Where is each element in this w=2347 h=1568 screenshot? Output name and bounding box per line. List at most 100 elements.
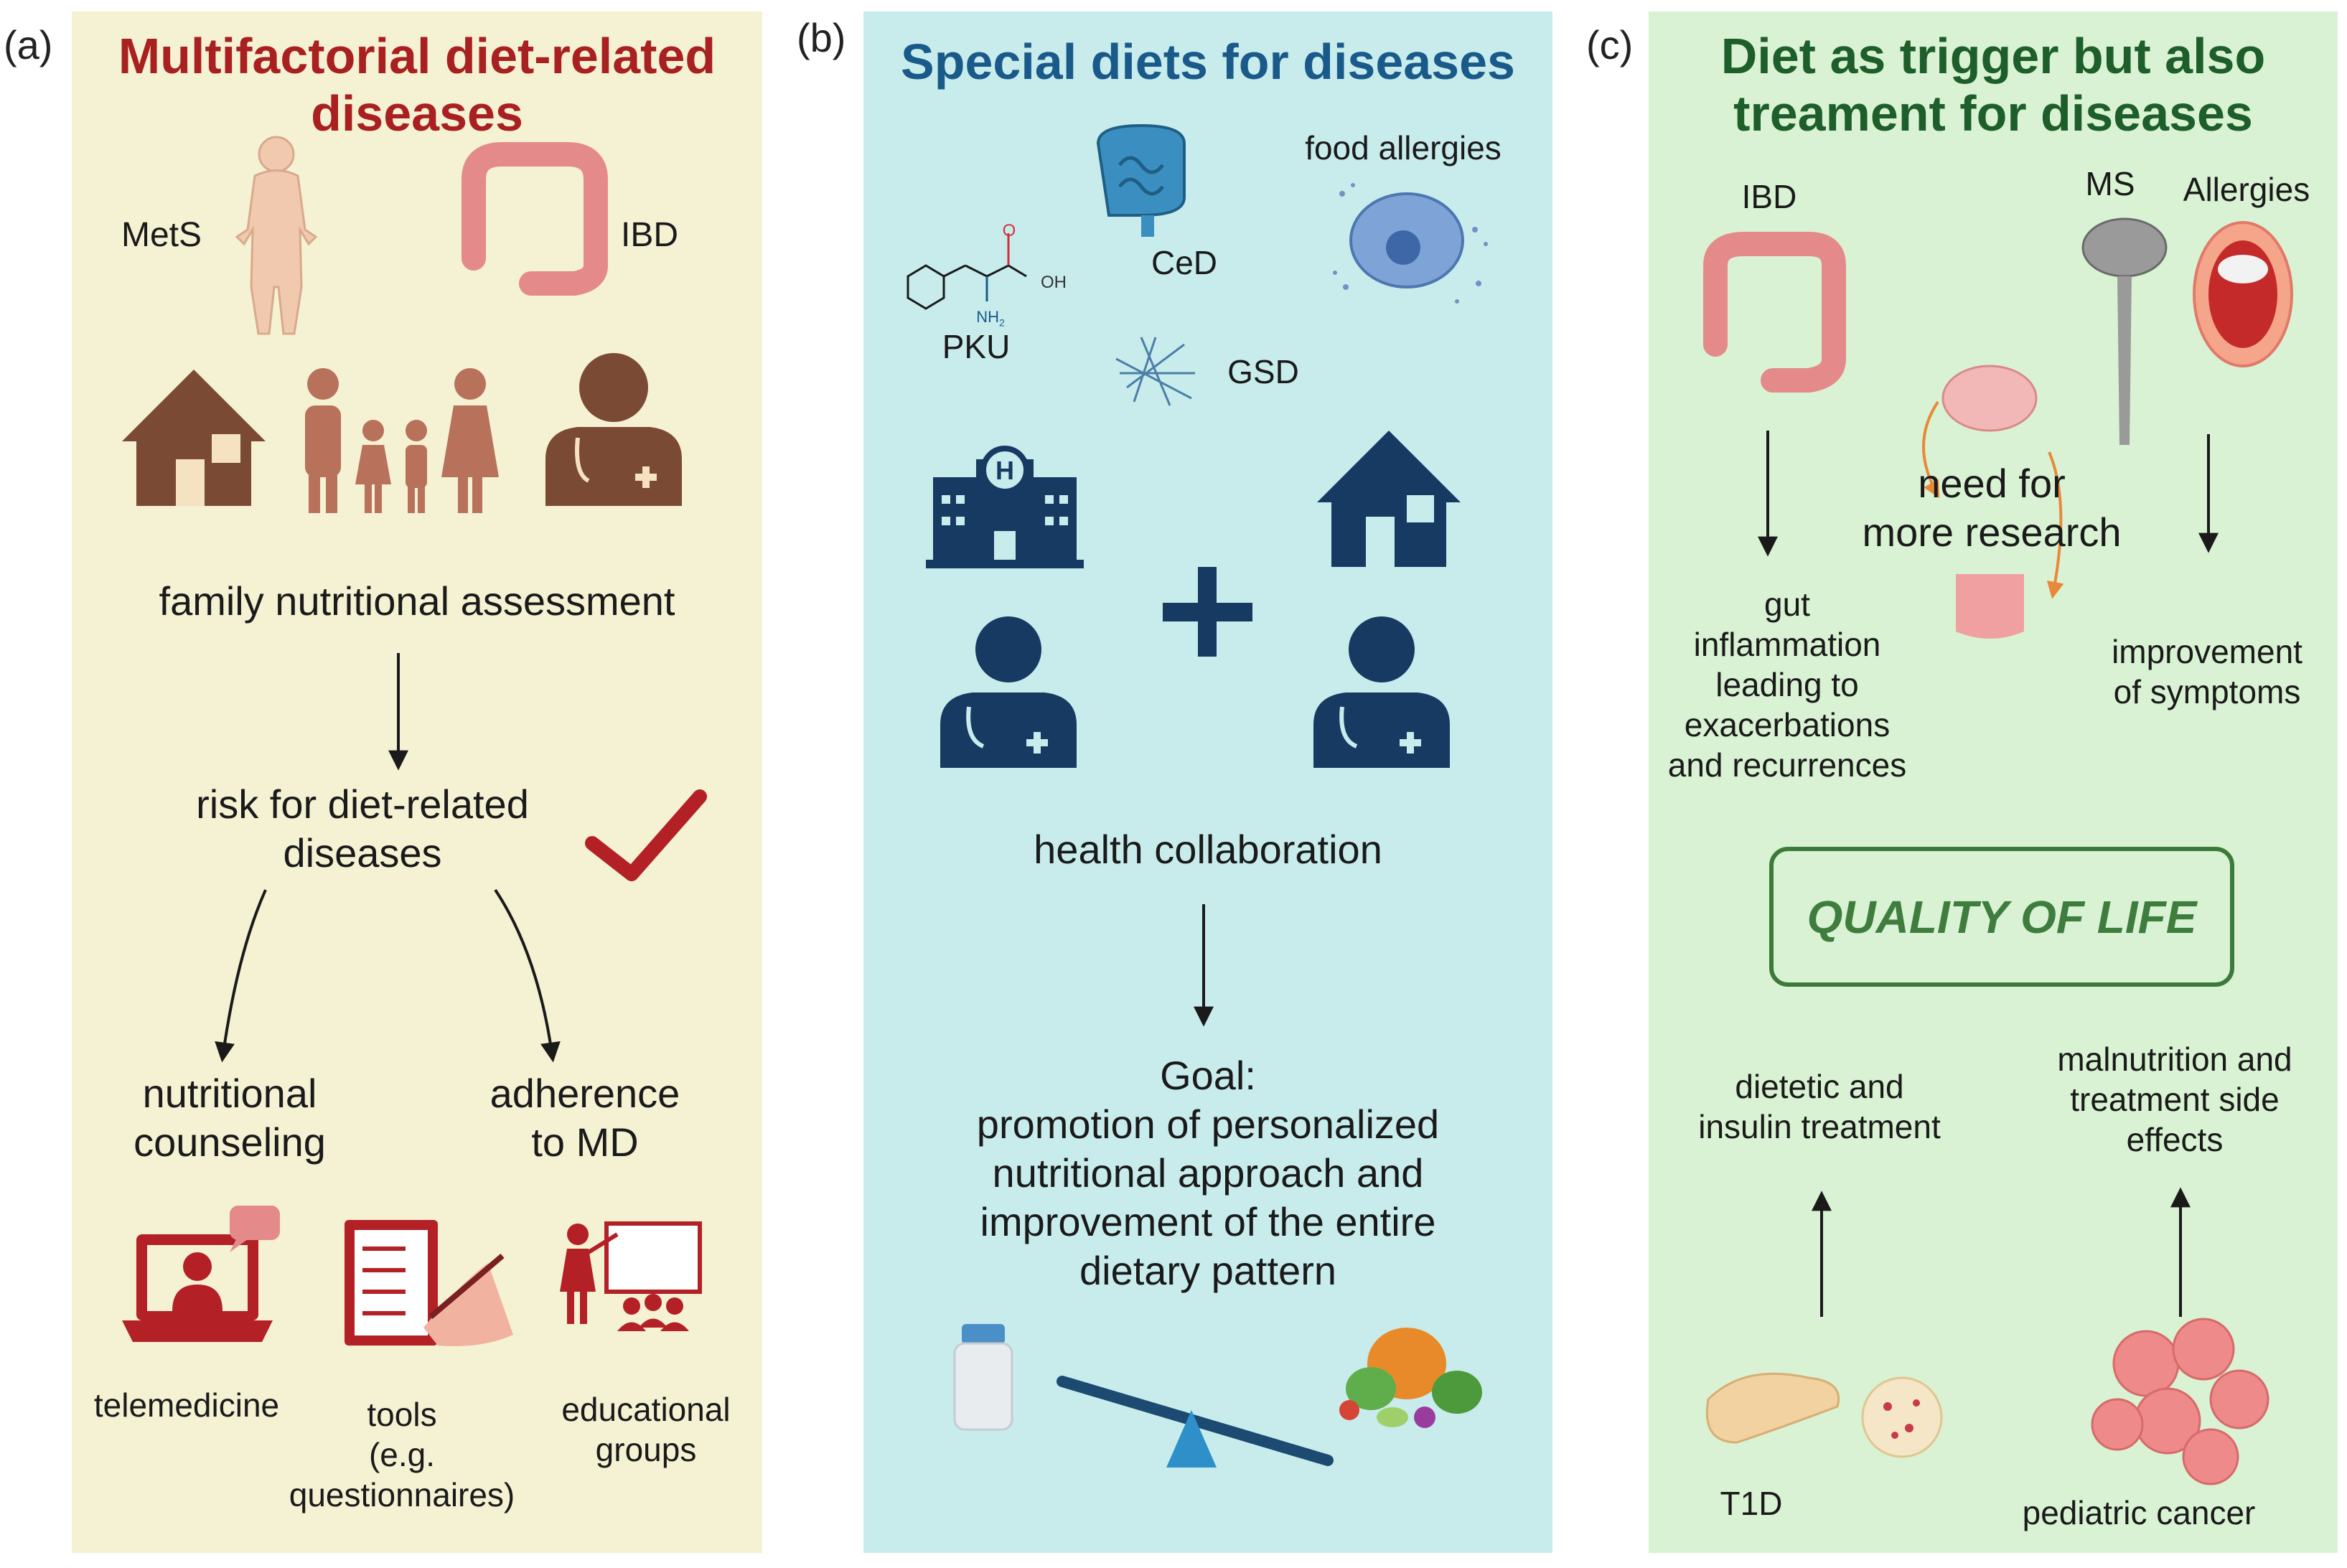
nh2-label: NH2: [976, 297, 1005, 342]
plus-icon: [1163, 567, 1252, 657]
gut-inflammation-label: gut inflammation leading to exacerbation…: [1644, 584, 1931, 785]
svg-text:H: H: [996, 456, 1014, 485]
malnutrition-line3: effects: [2126, 1121, 2224, 1158]
allergies-label: Allergies: [2183, 171, 2310, 208]
improvement-label: improvement of symptoms: [2081, 632, 2333, 712]
telemedicine-icon: [122, 1206, 280, 1342]
brain-spinal-cord-icon: [2081, 217, 2168, 445]
quality-of-life-box: QUALITY OF LIFE: [1769, 847, 2234, 987]
questionnaire-icon: [345, 1220, 513, 1346]
tools-line3: questionnaires): [289, 1476, 515, 1513]
risk-line1: risk for diet-related: [196, 781, 529, 827]
panel-c-title-line2: treament for diseases: [1733, 85, 2253, 141]
tools-label: tools (e.g. questionnaires): [284, 1394, 520, 1515]
malnutrition-line1: malnutrition and: [2057, 1041, 2292, 1078]
telemedicine-label: telemedicine: [93, 1386, 280, 1424]
malnutrition-label: malnutrition and treatment side effects: [2038, 1039, 2311, 1160]
phenylalanine-molecule-icon: [907, 233, 1027, 310]
goal-line1: Goal:: [1160, 1053, 1256, 1098]
pku-label: PKU: [942, 328, 1011, 365]
goal-line4: improvement of the entire: [980, 1199, 1436, 1244]
tools-line1: tools: [367, 1396, 437, 1433]
mast-cell-icon: [1333, 183, 1488, 304]
goal-line5: dietary pattern: [1079, 1248, 1336, 1293]
quality-of-life-label: QUALITY OF LIFE: [1807, 891, 2197, 943]
research-cycle-icon: [1922, 365, 2064, 639]
hospital-icon: H: [926, 446, 1084, 568]
panel-a-title: Multifactorial diet-related diseases: [72, 27, 762, 142]
colon-icon: [462, 142, 608, 296]
colon-icon-c: [1703, 232, 1846, 393]
ms-label: MS: [2085, 165, 2135, 202]
risk-line2: diseases: [283, 830, 442, 875]
gsd-label: GSD: [1227, 353, 1299, 390]
gut-line1: gut: [1764, 586, 1810, 623]
home-icon: [1317, 431, 1461, 567]
doctor-right-icon: [1313, 616, 1450, 768]
research-line2: more research: [1862, 510, 2122, 555]
panel-c-title-line1: Diet as trigger but also: [1720, 28, 2266, 84]
panel-b-title: Special diets for diseases: [901, 34, 1515, 90]
open-mouth-icon: [2193, 221, 2293, 367]
vegetables-icon: [1339, 1328, 1482, 1428]
nh2-subscript: 2: [998, 316, 1005, 329]
goal-line3: nutritional approach and: [992, 1150, 1424, 1196]
panel-c-label: (c): [1586, 22, 1634, 67]
ced-label: CeD: [1151, 244, 1218, 281]
educational-label: educational groups: [545, 1389, 746, 1470]
research-label: need for more research: [1837, 459, 2146, 557]
educational-line1: educational: [561, 1391, 731, 1428]
panel-a-label: (a): [4, 22, 53, 67]
adherence-line1: adherence: [489, 1071, 680, 1116]
ibd-label-c: IBD: [1741, 178, 1797, 215]
seesaw-icon: [1057, 1376, 1334, 1468]
intestine-icon: [1096, 123, 1186, 237]
mets-label: MetS: [121, 216, 202, 254]
family-icon: [305, 368, 499, 513]
dietetic-line1: dietetic and: [1735, 1068, 1904, 1105]
improvement-line2: of symptoms: [2113, 673, 2301, 710]
risk-label: risk for diet-related diseases: [129, 780, 596, 878]
counseling-label: nutritional counseling: [100, 1069, 359, 1167]
food-allergies-label: food allergies: [1305, 129, 1502, 166]
cancer-cells-icon: [2091, 1318, 2269, 1485]
dietetic-line2: insulin treatment: [1698, 1108, 1941, 1145]
doctor-left-icon: [940, 616, 1077, 768]
doctor-icon: [545, 353, 682, 506]
improvement-line1: improvement: [2112, 633, 2303, 670]
t1d-label: T1D: [1720, 1485, 1783, 1522]
assessment-label: family nutritional assessment: [159, 578, 675, 624]
tools-line2: (e.g.: [368, 1436, 436, 1473]
panel-a-title-line1: Multifactorial diet-related: [118, 28, 716, 84]
arrow-risk-to-counseling: [215, 889, 267, 1063]
research-line1: need for: [1918, 461, 2066, 506]
educational-groups-icon: [560, 1221, 702, 1331]
counseling-line1: nutritional: [142, 1071, 317, 1116]
oh-label: OH: [1041, 273, 1067, 292]
panel-c-title: Diet as trigger but also treament for di…: [1649, 27, 2338, 142]
gut-line3: leading to: [1715, 666, 1859, 703]
child-body-icon: [235, 136, 318, 335]
supplement-bottle-icon: [953, 1324, 1013, 1431]
gut-line5: and recurrences: [1667, 746, 1907, 784]
educational-line2: groups: [595, 1431, 697, 1468]
arrow-risk-to-adherence: [494, 888, 561, 1063]
pediatric-cancer-label: pediatric cancer: [2022, 1494, 2256, 1531]
goal-line2: promotion of personalized: [976, 1102, 1440, 1147]
counseling-line2: counseling: [133, 1119, 326, 1165]
gut-line2: inflammation: [1693, 626, 1881, 663]
pancreas-icon: [1705, 1372, 1943, 1458]
goal-text: Goal: promotion of personalized nutritio…: [863, 1051, 1552, 1295]
glycogen-icon: [1115, 337, 1195, 406]
check-icon: [585, 789, 707, 881]
panel-b-label: (b): [797, 15, 846, 60]
adherence-line2: to MD: [531, 1119, 639, 1165]
nh2-text: NH: [976, 308, 999, 326]
o-label: O: [1002, 221, 1016, 240]
dietetic-label: dietetic and insulin treatment: [1672, 1066, 1967, 1147]
house-icon: [122, 370, 266, 506]
malnutrition-line2: treatment side: [2070, 1081, 2280, 1118]
panel-a-title-line2: diseases: [311, 85, 523, 141]
adherence-label: adherence to MD: [459, 1069, 711, 1167]
